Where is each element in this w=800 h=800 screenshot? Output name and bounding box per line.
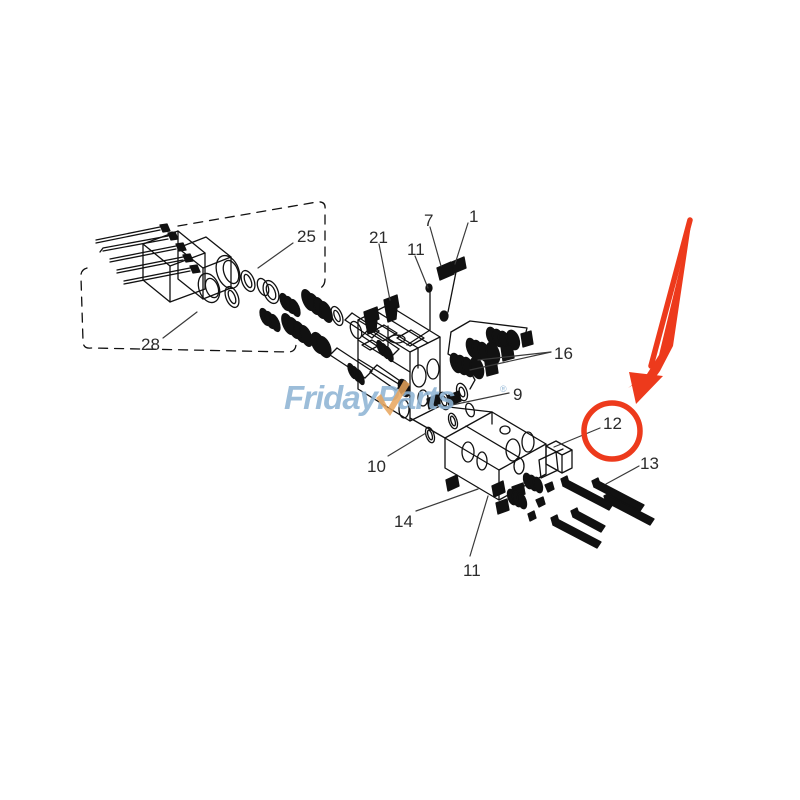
callout-leaders <box>162 222 640 557</box>
callout-label-28: 28 <box>141 335 160 354</box>
callout-label-12: 12 <box>603 414 622 433</box>
diagram-linework <box>80 201 655 557</box>
callout-label-13: 13 <box>640 454 659 473</box>
callout-label-21: 21 <box>369 228 388 247</box>
group-bracket-25 <box>177 201 326 290</box>
hose-fitting-cluster-16 <box>447 320 534 390</box>
callout-label-1: 1 <box>469 207 479 226</box>
lower-valve-section <box>409 382 547 501</box>
callout-label-11-top: 11 <box>407 240 425 259</box>
group-bracket-28 <box>80 267 297 353</box>
end-cap-stack-12 <box>495 440 573 515</box>
callout-label-16: 16 <box>554 344 573 363</box>
bolt-hardware-13 <box>527 475 655 549</box>
callout-label-9: 9 <box>513 385 523 404</box>
callout-label-14: 14 <box>394 512 413 531</box>
callout-label-10: 10 <box>367 457 386 476</box>
callout-label-11-bottom: 11 <box>463 561 481 580</box>
callout-label-25: 25 <box>297 227 316 246</box>
callout-label-7: 7 <box>424 211 434 230</box>
